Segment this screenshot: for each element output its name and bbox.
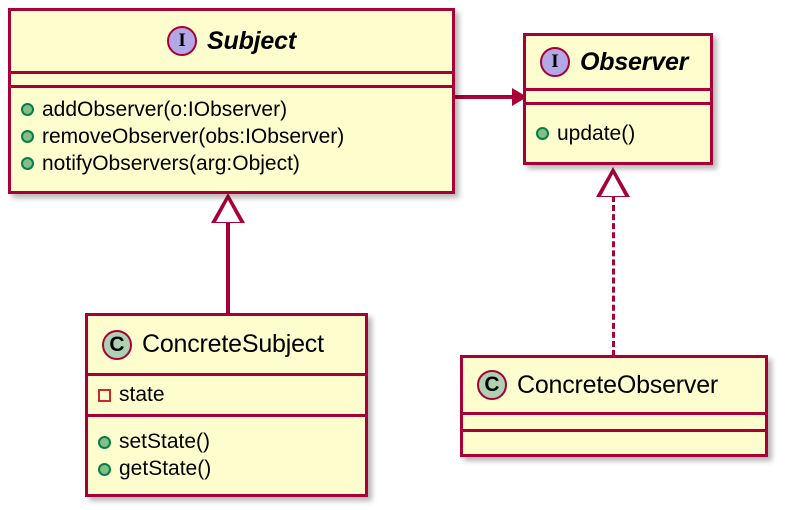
private-visibility-icon [98, 388, 111, 402]
observer-methods-compartment: update() [526, 102, 710, 162]
interface-badge-icon: I [540, 47, 570, 77]
interface-badge-icon: I [167, 26, 198, 56]
class-box-subject[interactable]: I Subject addObserver(o:IObserver) remov… [8, 8, 455, 194]
class-box-concrete-observer[interactable]: C ConcreteObserver [460, 355, 768, 457]
concrete-observer-methods-compartment [463, 429, 765, 451]
method-row: notifyObservers(arg:Object) [21, 150, 452, 177]
concrete-observer-class-name: ConcreteObserver [517, 370, 719, 399]
concrete-subject-methods-compartment: setState() getState() [88, 414, 365, 494]
method-row: getState() [98, 456, 365, 483]
concrete-observer-attributes-compartment [463, 412, 765, 429]
public-visibility-icon [21, 130, 34, 143]
edge-subject-to-observer-line [455, 95, 517, 99]
observer-class-name: Observer [580, 47, 689, 76]
public-visibility-icon [536, 127, 549, 140]
public-visibility-icon [98, 462, 111, 476]
concrete-subject-class-name: ConcreteSubject [142, 330, 324, 358]
subject-class-name: Subject [207, 26, 296, 55]
method-label: setState() [119, 430, 211, 453]
attribute-label: state [119, 383, 165, 406]
class-box-concrete-subject[interactable]: C ConcreteSubject state setState() getSt… [85, 313, 368, 497]
class-badge-icon: C [477, 370, 507, 400]
method-label: getState() [119, 457, 212, 480]
concrete-observer-header: C ConcreteObserver [463, 358, 765, 412]
method-row: addObserver(o:IObserver) [21, 96, 452, 123]
edge-concretesubject-to-subject-line [226, 222, 230, 314]
class-badge-icon: C [102, 329, 132, 360]
method-row: removeObserver(obs:IObserver) [21, 123, 452, 150]
method-label: removeObserver(obs:IObserver) [42, 124, 345, 148]
public-visibility-icon [21, 103, 34, 116]
public-visibility-icon [98, 435, 111, 449]
method-label: notifyObservers(arg:Object) [42, 151, 300, 175]
method-label: update() [557, 121, 636, 145]
method-row: setState() [98, 429, 365, 456]
class-box-observer[interactable]: I Observer update() [523, 33, 713, 165]
subject-methods-compartment: addObserver(o:IObserver) removeObserver(… [11, 85, 452, 185]
edge-concreteobserver-to-observer-line [612, 196, 615, 356]
concrete-subject-attributes-compartment: state [88, 373, 365, 414]
method-label: addObserver(o:IObserver) [42, 97, 288, 121]
method-row: update() [536, 120, 710, 147]
concrete-subject-header: C ConcreteSubject [88, 316, 365, 373]
subject-attributes-compartment [11, 71, 452, 85]
attribute-row: state [98, 382, 365, 409]
public-visibility-icon [21, 157, 34, 170]
subject-header: I Subject [11, 11, 452, 71]
observer-header: I Observer [526, 36, 710, 88]
observer-attributes-compartment [526, 88, 710, 102]
